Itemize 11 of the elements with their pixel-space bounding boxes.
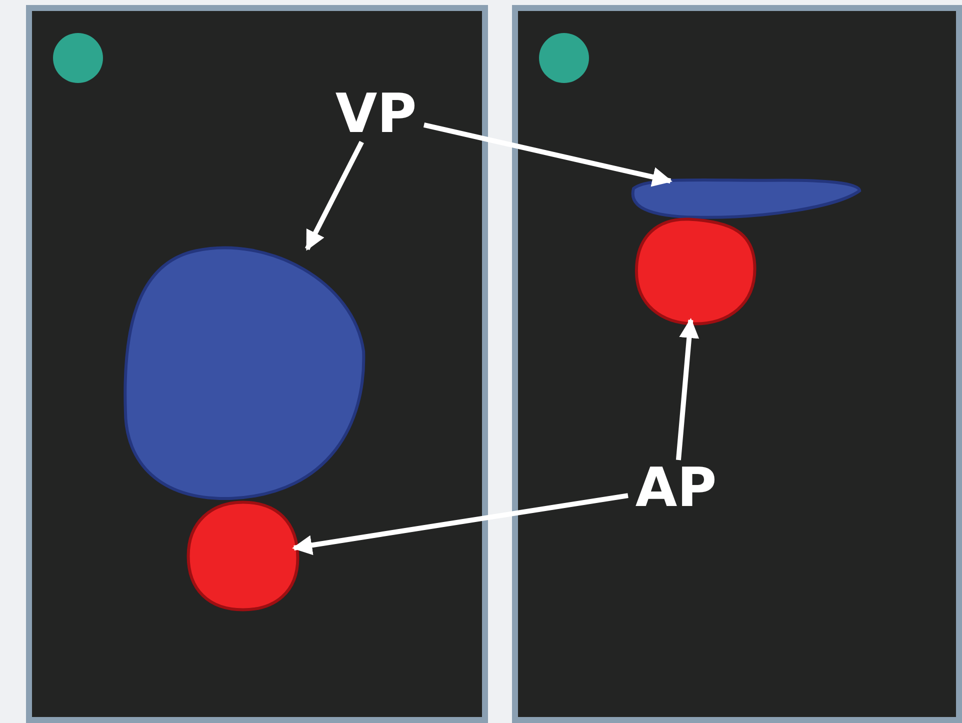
callout-label: AP [626, 458, 726, 518]
blob-shape [123, 243, 366, 501]
round-shape [186, 500, 300, 612]
leader-line [423, 122, 672, 187]
callout-label: VP [326, 84, 426, 144]
leader-line [676, 318, 700, 460]
image-panel [26, 5, 488, 723]
leader-line [292, 493, 628, 556]
leader-line [304, 140, 364, 251]
round-shape [634, 216, 756, 326]
image-panel [512, 5, 962, 723]
